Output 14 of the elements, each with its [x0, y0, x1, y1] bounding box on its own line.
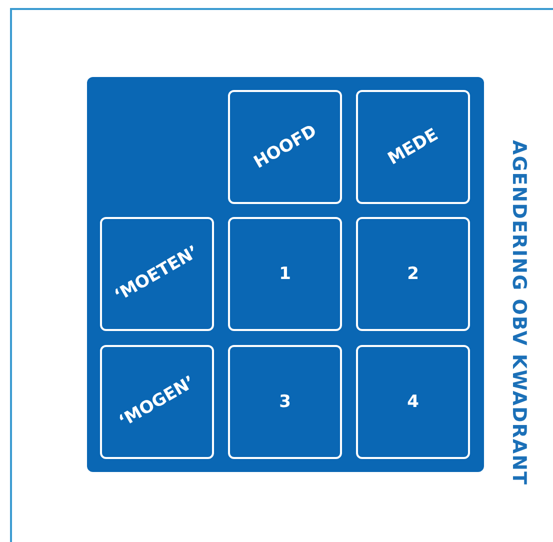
- quadrant-number: 2: [407, 264, 419, 284]
- matrix-cell: [228, 217, 342, 331]
- quadrant-number: 1: [279, 264, 291, 284]
- matrix-cell: [228, 90, 342, 204]
- matrix-cell: [356, 345, 470, 459]
- matrix-cell: [100, 345, 214, 459]
- title: AGENDERING OBV KWADRANT: [508, 140, 530, 486]
- matrix-panel: [87, 77, 484, 472]
- matrix-cell: [228, 345, 342, 459]
- quadrant-number: 4: [407, 392, 419, 412]
- matrix-cell: [100, 217, 214, 331]
- matrix-cell: [356, 90, 470, 204]
- matrix-cell: [356, 217, 470, 331]
- quadrant-number: 3: [279, 392, 291, 412]
